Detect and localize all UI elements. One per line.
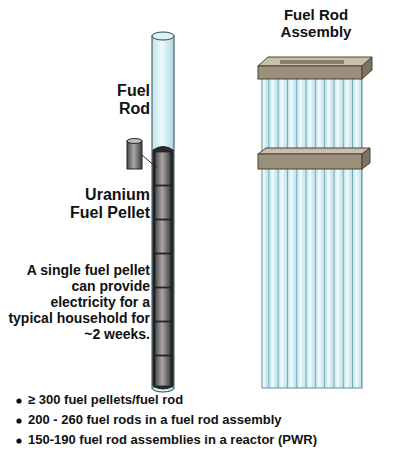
fuel-rod bbox=[152, 32, 174, 392]
note-text: A single fuel pellet can provide electri… bbox=[4, 262, 150, 342]
part-label: Uranium Fuel Pellet bbox=[56, 186, 150, 223]
uranium-pellet bbox=[127, 139, 157, 170]
part-label: Fuel Rod bbox=[96, 82, 150, 119]
bullet-text: 150-190 fuel rod assemblies in a reactor… bbox=[28, 433, 394, 448]
bullet-text: 200 - 260 fuel rods in a fuel rod assemb… bbox=[28, 413, 394, 428]
part-label: Fuel Rod Assembly bbox=[268, 6, 364, 41]
fuel-assembly bbox=[258, 57, 372, 388]
bullet-text: ≥ 300 fuel pellets/fuel rod bbox=[28, 393, 394, 408]
leader-line bbox=[142, 155, 157, 168]
pellet-stack bbox=[155, 152, 171, 386]
bullet-dots bbox=[16, 398, 21, 443]
